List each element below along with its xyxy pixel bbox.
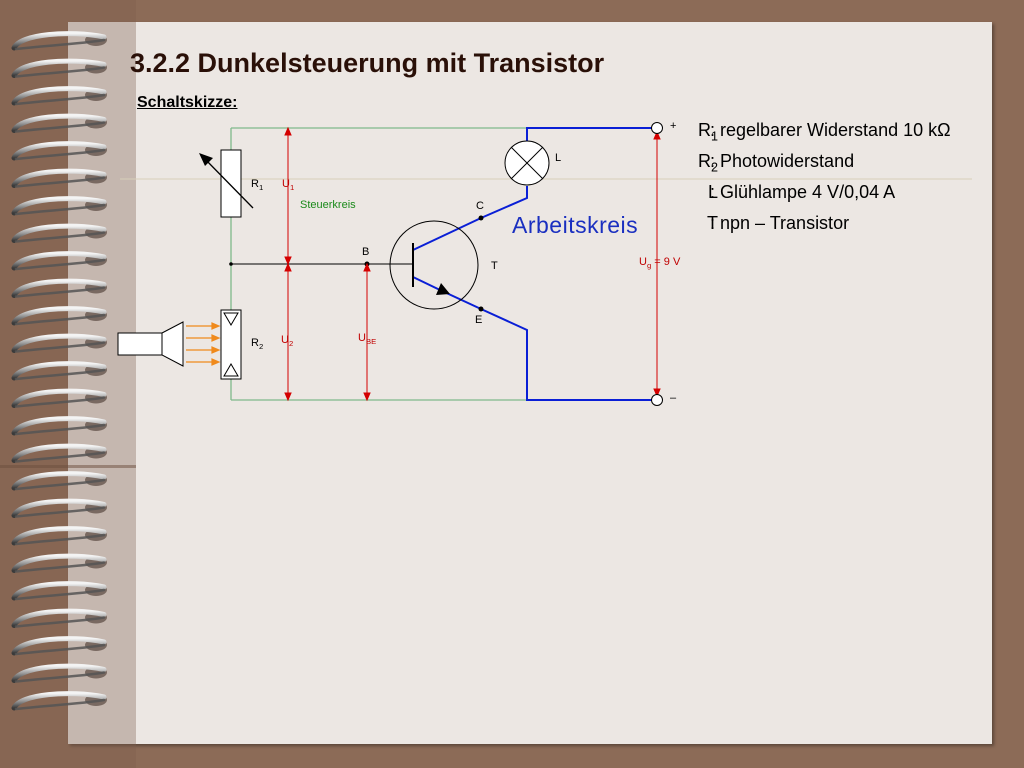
page-subtitle: Schaltskizze: — [137, 94, 238, 111]
legend-colon: : — [710, 151, 716, 171]
legend-colon: : — [710, 213, 716, 233]
npn-transistor-icon — [389, 220, 479, 310]
plus-label: + — [670, 120, 677, 132]
spiral-ring — [11, 58, 107, 78]
control-circuit-wires — [230, 127, 527, 401]
voltage-arrows — [284, 126, 661, 402]
collector-label: C — [476, 200, 484, 212]
legend-row: T : npn – Transistor — [665, 213, 995, 244]
light-rays — [186, 322, 221, 366]
steuerkreis-label: Steuerkreis — [300, 199, 356, 211]
spiral-ring — [11, 553, 107, 573]
spiral-ring — [11, 416, 107, 436]
spiral-ring — [11, 526, 107, 546]
lamp-icon — [504, 140, 550, 186]
lamp-label: L — [555, 152, 562, 164]
spiral-ring — [11, 361, 107, 381]
legend-key: R2 — [697, 151, 718, 175]
spiral-ring — [11, 223, 107, 243]
flashlight-icon — [117, 321, 184, 367]
spiral-ring — [11, 608, 107, 628]
spiral-ring — [11, 251, 107, 271]
spiral-ring — [11, 141, 107, 161]
spiral-ring — [11, 333, 107, 353]
spiral-ring — [11, 581, 107, 601]
plus-terminal — [651, 122, 663, 134]
legend-value: Photowiderstand — [720, 151, 855, 171]
spiral-ring — [11, 196, 107, 216]
spiral-ring — [11, 636, 107, 656]
transistor-label: T — [491, 260, 498, 272]
junction-dot — [229, 262, 233, 266]
ug-label: Ug = 9 V — [639, 256, 681, 271]
variable-resistor-icon — [199, 149, 254, 218]
base-label: B — [362, 246, 370, 258]
legend-value: regelbarer Widerstand 10 kΩ — [720, 120, 951, 140]
ube-label: UBE — [358, 332, 377, 347]
photoresistor-icon — [220, 309, 242, 380]
spiral-ring — [11, 306, 107, 326]
emitter-arrow-icon — [436, 283, 450, 295]
r2-label: R2 — [251, 337, 264, 352]
spiral-ring — [11, 168, 107, 188]
spiral-ring — [11, 31, 107, 51]
component-legend: R1 : regelbarer Widerstand 10 kΩ R2 : Ph… — [665, 120, 995, 244]
spiral-ring — [11, 278, 107, 298]
collector-dot — [478, 215, 484, 221]
legend-key: R1 — [697, 120, 718, 144]
legend-row: R1 : regelbarer Widerstand 10 kΩ — [665, 120, 995, 151]
legend-colon: : — [710, 120, 716, 140]
spiral-ring — [11, 663, 107, 683]
arbeitskreis-label: Arbeitskreis — [512, 212, 639, 238]
legend-value: Glühlampe 4 V/0,04 A — [720, 182, 896, 202]
spiral-ring — [11, 443, 107, 463]
emitter-dot — [478, 306, 484, 312]
u1-label: U1 — [282, 178, 295, 193]
u2-label: U2 — [281, 334, 294, 349]
legend-row: R2 : Photowiderstand — [665, 151, 995, 182]
emitter-label: E — [475, 314, 483, 326]
spiral-ring — [11, 471, 107, 491]
spiral-ring — [11, 86, 107, 106]
legend-row: L : Glühlampe 4 V/0,04 A — [665, 182, 995, 213]
minus-terminal — [651, 394, 663, 406]
legend-colon: : — [710, 182, 716, 202]
legend-key: T — [707, 213, 718, 233]
spiral-ring — [11, 691, 107, 711]
spiral-binding-icon — [11, 31, 107, 711]
minus-label: – — [670, 392, 677, 404]
legend-value: npn – Transistor — [720, 213, 850, 233]
page-title: 3.2.2 Dunkelsteuerung mit Transistor — [130, 48, 605, 78]
legend-key: L — [707, 182, 718, 202]
spiral-ring — [11, 388, 107, 408]
r1-label: R1 — [251, 178, 264, 193]
spiral-ring — [11, 498, 107, 518]
spiral-ring — [11, 113, 107, 133]
